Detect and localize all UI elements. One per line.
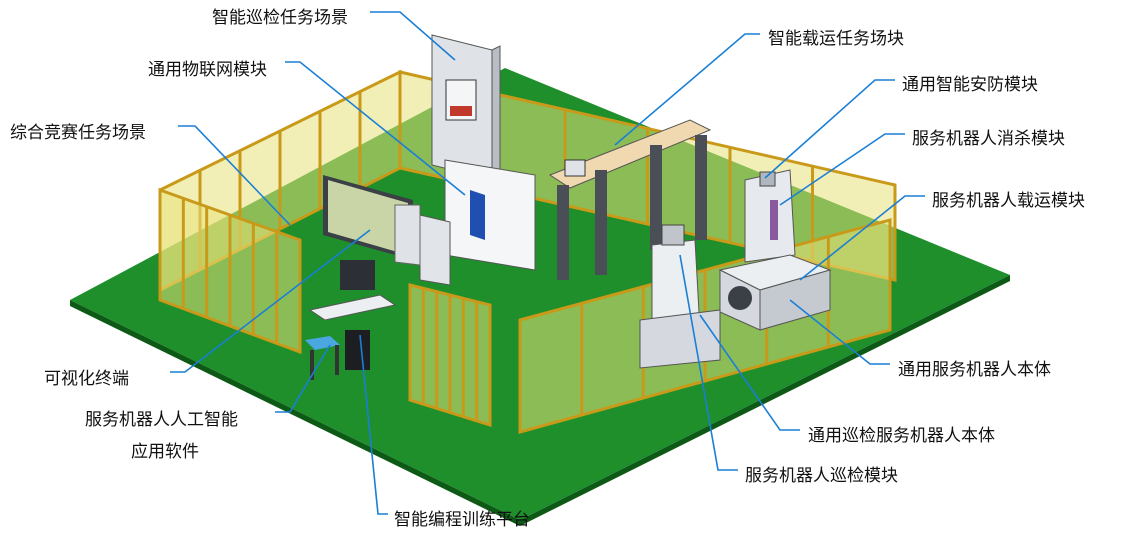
label-robot-body: 通用服务机器人本体 [898,360,1051,380]
label-security-module: 通用智能安防模块 [902,75,1038,95]
leader-line [170,229,371,373]
programming-desk [305,260,397,380]
floor-edge-left [70,300,520,526]
leader-line [359,334,388,515]
leader-line [614,33,760,146]
leader-lines [170,11,925,515]
transport-gantry [548,119,712,280]
label-transport-scene: 智能载运任务场块 [768,29,904,49]
leader-line [779,133,905,206]
label-disinfection-module: 服务机器人消杀模块 [912,129,1065,149]
leader-line [699,314,800,431]
label-inspection-scene: 智能巡检任务场景 [212,8,348,28]
disinfection-robot [744,169,796,263]
label-programming-platform: 智能编程训练平台 [394,510,530,530]
leader-line [764,79,895,179]
leader-line [370,11,456,61]
carrying-robot [718,254,832,331]
label-ai-software-line2: 应用软件 [131,442,199,462]
label-carrying-module: 服务机器人载运模块 [932,191,1085,211]
fence-front-door [408,283,492,428]
leader-line [679,254,738,471]
visual-terminal-screen [323,175,421,266]
label-inspection-robot-body: 通用巡检服务机器人本体 [808,426,995,446]
leader-line [799,195,925,281]
label-inspection-module: 服务机器人巡检模块 [745,466,898,486]
leader-line [285,61,466,196]
label-visual-terminal: 可视化终端 [44,369,129,389]
leader-line [789,299,890,365]
floor-edge-right [520,275,1010,526]
label-competition-scene: 综合竞赛任务场景 [10,123,146,143]
iot-module-booth [419,159,536,286]
inspection-robot [639,224,721,369]
label-ai-software-line1: 服务机器人人工智能 [85,410,238,430]
label-iot-module: 通用物联网模块 [148,60,267,80]
leader-line [178,125,291,226]
inspection-cabinet [431,34,501,181]
leader-line [275,344,331,413]
